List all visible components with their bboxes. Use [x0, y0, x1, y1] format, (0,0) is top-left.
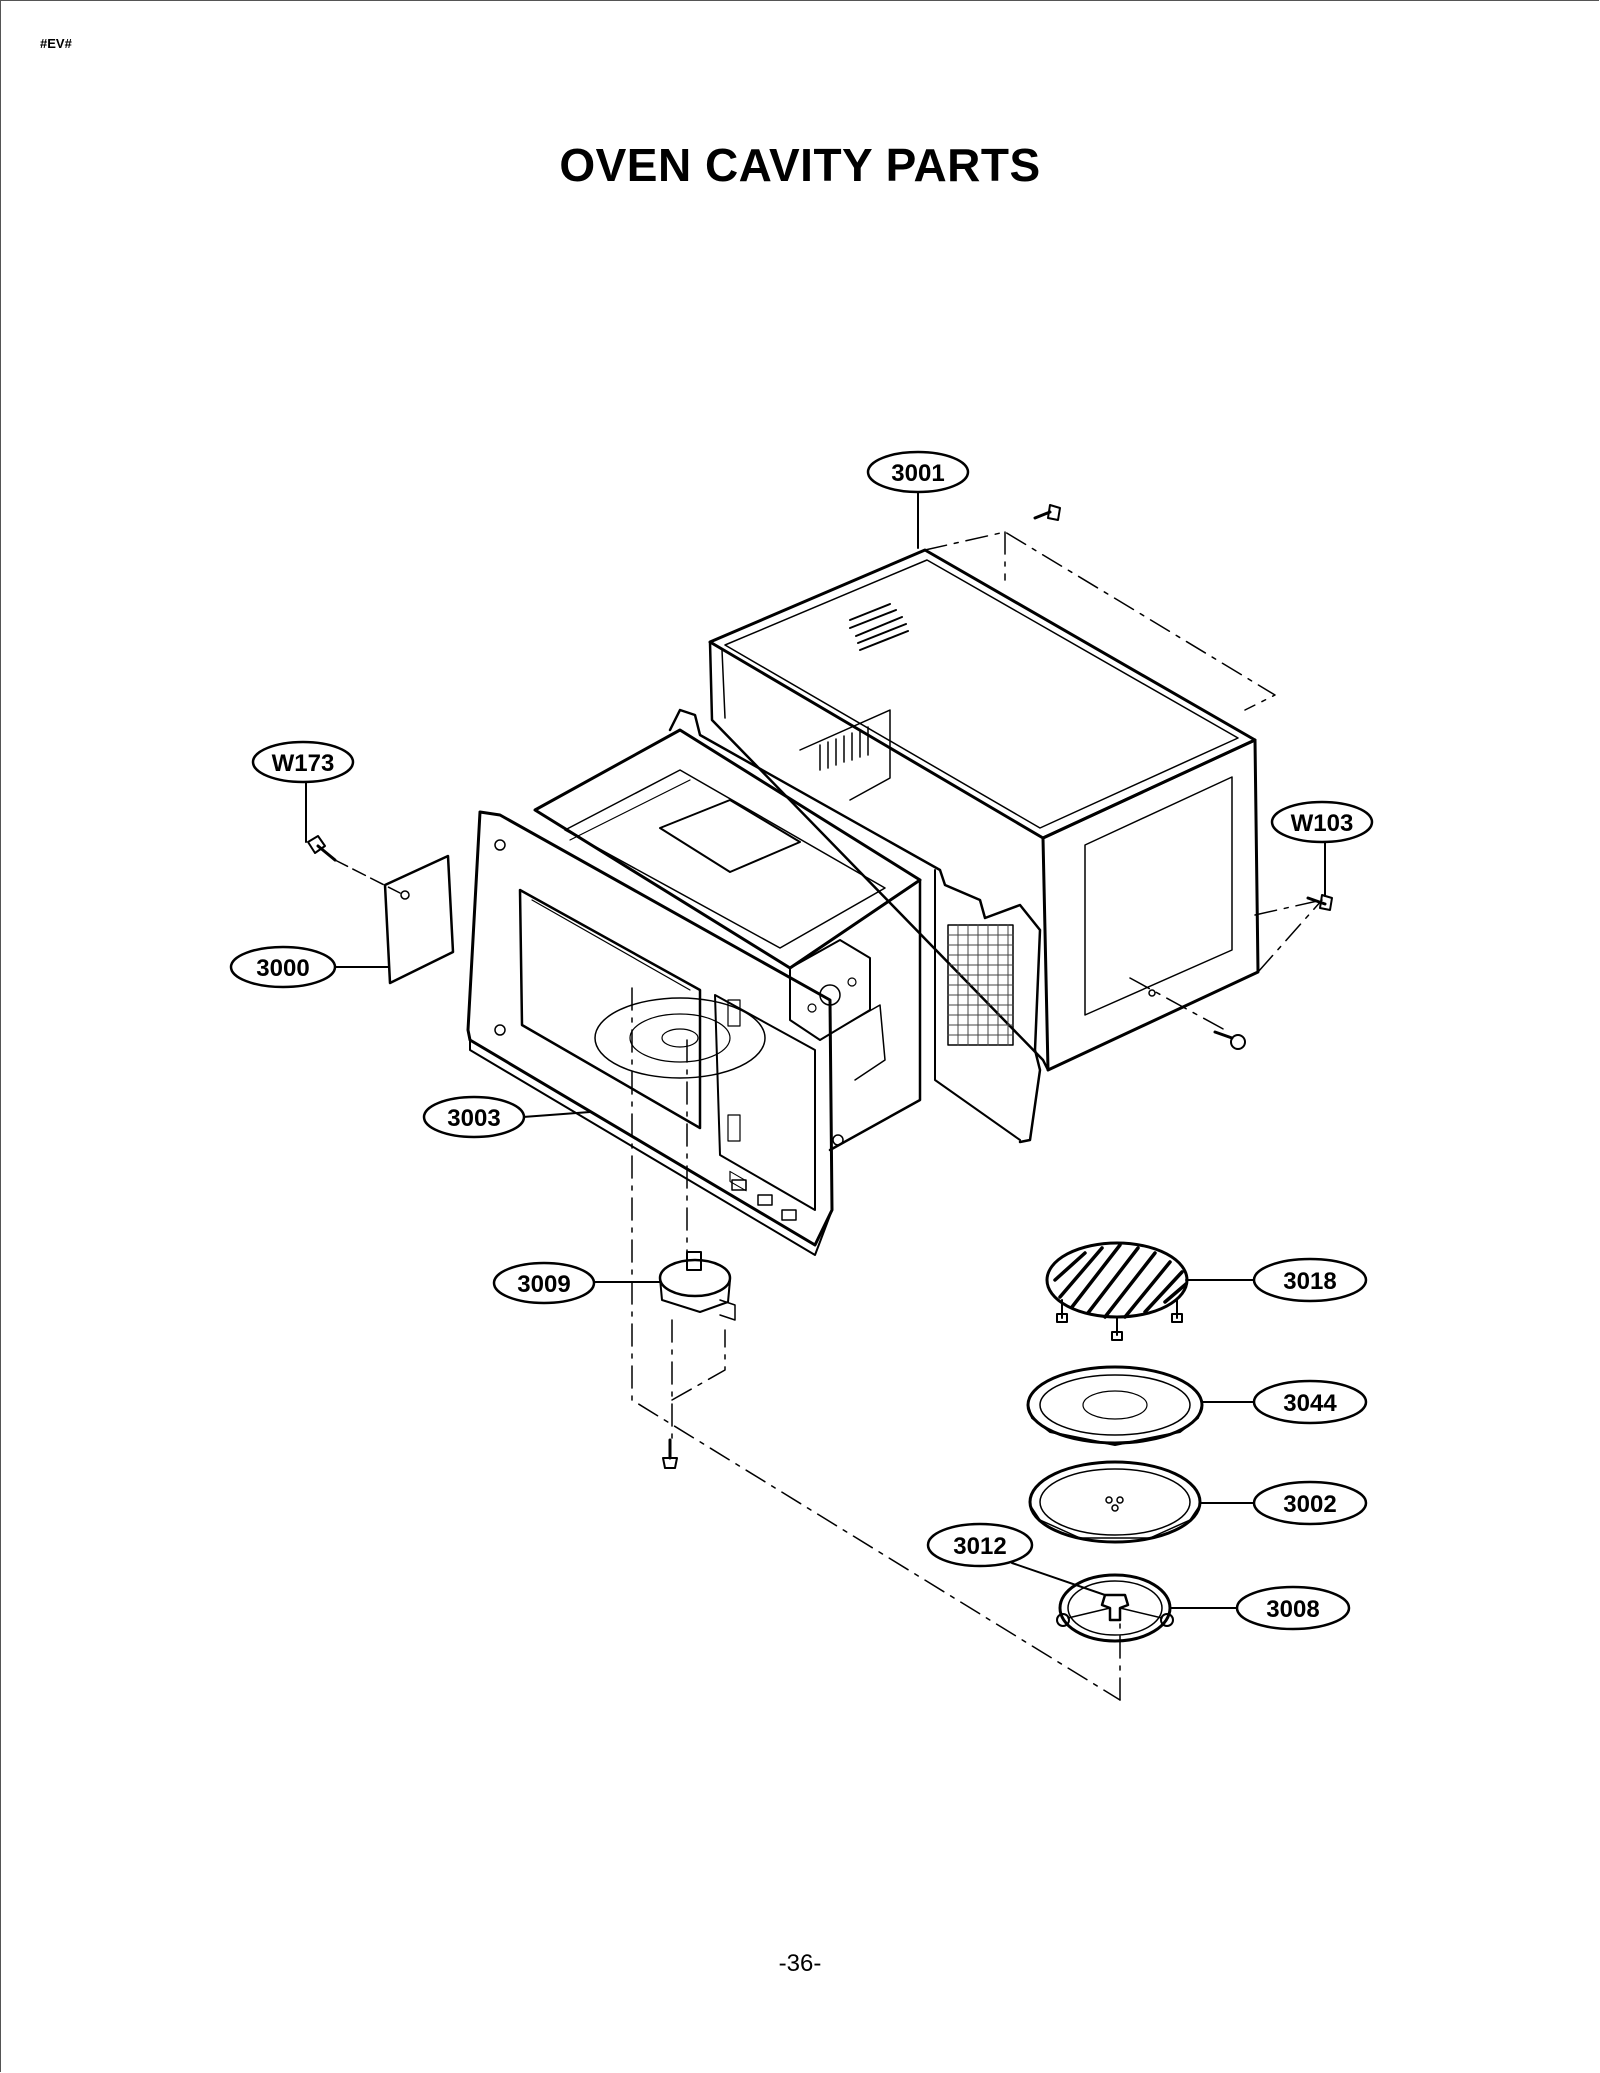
- callout-3003-label: 3003: [447, 1105, 500, 1132]
- callout-3008-label: 3008: [1266, 1596, 1319, 1623]
- callout-3012: 3012: [926, 1522, 1034, 1568]
- callout-3001: 3001: [866, 450, 970, 494]
- leader-lines: [305, 491, 1326, 1609]
- callout-3002: 3002: [1252, 1480, 1368, 1526]
- callout-3009: 3009: [492, 1261, 596, 1305]
- turntable-guide-lines: [631, 987, 1121, 1701]
- callout-3012-label: 3012: [953, 1533, 1006, 1560]
- waveguide-cover: [383, 854, 455, 985]
- callout-3018: 3018: [1252, 1257, 1368, 1303]
- inner-cavity: [466, 708, 1042, 1256]
- oven-rack: [1045, 1241, 1189, 1341]
- page-title: OVEN CAVITY PARTS: [559, 139, 1041, 191]
- callout-3002-label: 3002: [1283, 1491, 1336, 1518]
- page-number: -36-: [778, 1950, 822, 1977]
- callout-3044: 3044: [1252, 1379, 1368, 1425]
- callout-w173: W173: [251, 740, 355, 784]
- screw-w103: [1306, 894, 1333, 911]
- header-code: #EV#: [40, 36, 72, 51]
- coupler: [1100, 1593, 1130, 1622]
- callout-3000-label: 3000: [256, 955, 309, 982]
- callout-3044-label: 3044: [1283, 1390, 1337, 1417]
- turntable-motor: [658, 1251, 736, 1321]
- callout-w103: W103: [1270, 800, 1374, 844]
- screw-lower-right: [1213, 1030, 1246, 1050]
- screw-top: [1033, 504, 1061, 521]
- screw-motor: [662, 1438, 678, 1469]
- glass-tray: [1028, 1460, 1202, 1544]
- callout-3018-label: 3018: [1283, 1268, 1336, 1295]
- cooking-tray: [1026, 1365, 1204, 1446]
- outer-cabinet: [708, 548, 1260, 1072]
- callout-3000: 3000: [229, 945, 337, 989]
- screw-w173: [307, 835, 337, 862]
- callout-3001-label: 3001: [891, 460, 944, 487]
- callout-3009-label: 3009: [517, 1271, 570, 1298]
- callout-3008: 3008: [1235, 1585, 1351, 1631]
- callout-w173-label: W173: [272, 750, 335, 777]
- callout-w103-label: W103: [1291, 810, 1354, 837]
- cabinet-guide-lines: [924, 531, 1323, 1031]
- callout-3003: 3003: [422, 1095, 526, 1139]
